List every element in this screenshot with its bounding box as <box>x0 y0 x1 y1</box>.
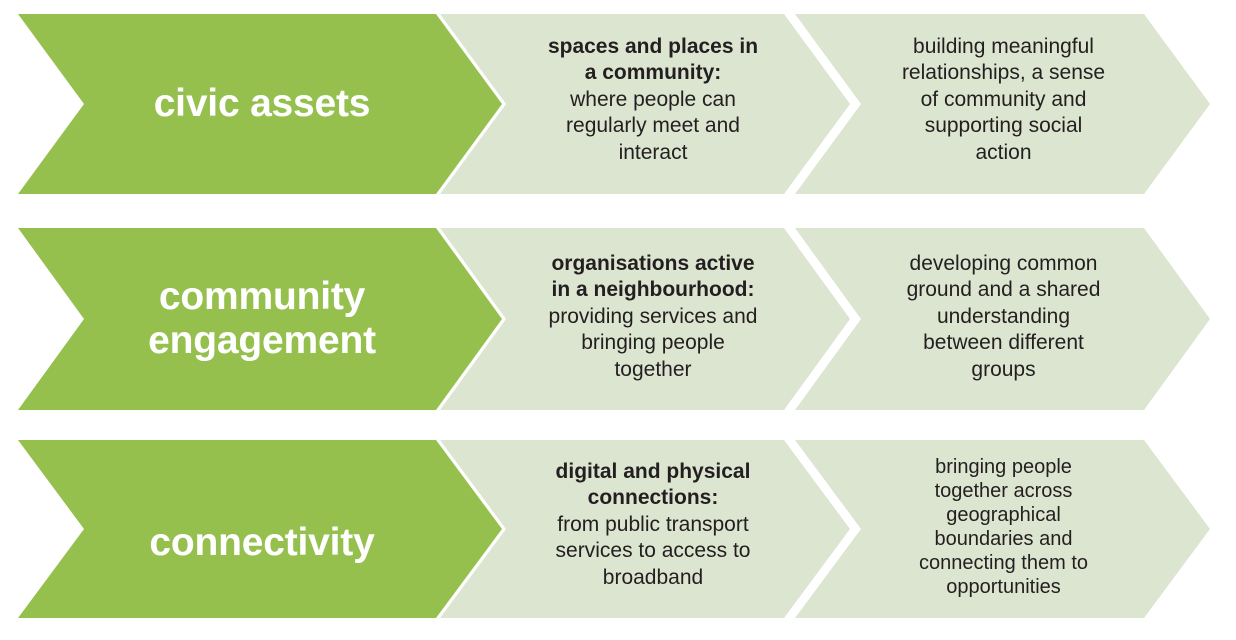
process-row-civic-assets: civic assets spaces and places in a commun… <box>0 14 1236 194</box>
text-line: groups <box>971 357 1036 381</box>
text-line: where people can <box>570 87 736 111</box>
chevron-civic-assets-stage-2: spaces and places in a community:where pe… <box>440 14 850 194</box>
text-line: organisations active <box>551 251 755 275</box>
text-line: of community and <box>920 87 1087 111</box>
chevron-shape <box>18 228 502 410</box>
chevron-community-engagement-stage-2: organisations active in a neighbourhood:p… <box>440 228 850 410</box>
text-line: together across <box>934 480 1073 502</box>
chevron-description: organisations active in a neighbourhood:p… <box>518 226 788 408</box>
text-line: regularly meet and <box>566 114 740 138</box>
text-line: engagement <box>148 319 376 362</box>
text-line: interact <box>618 140 688 164</box>
text-line: action <box>975 140 1032 164</box>
chevron-connectivity-stage-2: digital and physical connections:from pub… <box>440 440 850 618</box>
chevron-shape <box>795 440 1210 618</box>
chevron-description: digital and physical connections:from pub… <box>518 436 788 614</box>
text-line: geographical <box>946 504 1061 526</box>
chevron-label: civic assets <box>108 14 416 194</box>
chevron-shape <box>440 14 850 194</box>
text-line: a community: <box>584 61 722 85</box>
chevron-shape <box>18 14 502 194</box>
text-line: relationships, a sense <box>901 61 1106 85</box>
text-line: developing common <box>909 251 1098 275</box>
text-line: ground and a shared <box>906 278 1101 302</box>
text-line: bringing people <box>581 331 725 355</box>
chevron-connectivity-stage-1: connectivity <box>18 440 502 618</box>
text-line: services to access to <box>555 539 751 563</box>
chevron-description: building meaningful relationships, a sens… <box>867 10 1140 190</box>
text-line: community <box>158 274 366 318</box>
text-line: providing services and <box>548 304 758 328</box>
chevron-civic-assets-stage-3: building meaningful relationships, a sens… <box>795 14 1210 194</box>
chevron-shape <box>440 228 850 410</box>
text-line: connections: <box>587 486 719 510</box>
chevron-shape <box>795 14 1210 194</box>
chevron-shape <box>795 228 1210 410</box>
text-line: digital and physical <box>555 459 751 483</box>
text-line: supporting social <box>924 114 1083 138</box>
text-line: spaces and places in <box>547 34 759 58</box>
text-line: boundaries and <box>934 528 1073 550</box>
text-line: broadband <box>602 565 704 589</box>
chevron-label: connectivity <box>108 454 416 632</box>
text-line: bringing people <box>935 456 1072 478</box>
text-line: from public transport <box>557 512 749 536</box>
process-row-connectivity: connectivity digital and physical connecti… <box>0 440 1236 618</box>
text-line: civic assets <box>153 81 371 125</box>
chevron-description: spaces and places in a community:where pe… <box>518 10 788 190</box>
text-line: together <box>614 357 692 381</box>
chevron-shape <box>440 440 850 618</box>
text-line: between different <box>923 331 1084 355</box>
text-line: understanding <box>936 304 1071 328</box>
chevron-civic-assets-stage-1: civic assets <box>18 14 502 194</box>
chevron-shape <box>18 440 502 618</box>
text-line: connecting them to <box>919 552 1088 574</box>
text-line: building meaningful <box>913 34 1094 58</box>
text-line: opportunities <box>946 576 1061 598</box>
text-line: in a neighbourhood: <box>551 278 755 302</box>
text-line: connectivity <box>149 520 375 564</box>
